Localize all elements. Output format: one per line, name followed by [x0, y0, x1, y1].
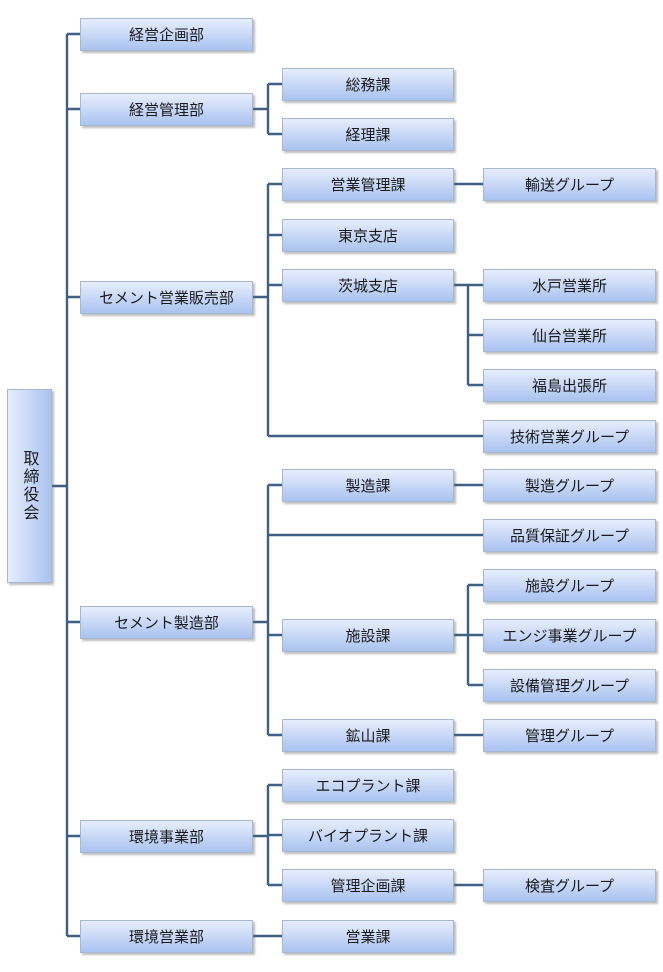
- office-sendai: 仙台営業所: [483, 319, 656, 352]
- section-eco-plant: エコプラント課: [282, 769, 454, 802]
- connector-shisetsu: [454, 583, 483, 687]
- section-shisetsu: 施設課: [282, 619, 454, 652]
- section-eigyo-kanri: 営業管理課: [282, 168, 454, 201]
- office-fukushima: 福島出張所: [483, 369, 656, 402]
- group-engi-jigyo: エンジ事業グループ: [483, 619, 656, 652]
- dept-keiei-kikaku: 経営企画部: [80, 18, 253, 51]
- connector-cement-sales: [253, 182, 483, 438]
- section-kanri-kikaku: 管理企画課: [282, 869, 454, 902]
- dept-kankyo-eigyo: 環境営業部: [80, 920, 253, 953]
- dept-cement-sales: セメント営業販売部: [80, 281, 253, 314]
- group-seizo: 製造グループ: [483, 469, 656, 502]
- group-kanri: 管理グループ: [483, 719, 656, 752]
- group-setsubi-kanri: 設備管理グループ: [483, 669, 656, 702]
- office-mito: 水戸営業所: [483, 269, 656, 302]
- section-ibaraki: 茨城支店: [282, 269, 454, 302]
- dept-keiei-kanri: 経営管理部: [80, 93, 253, 126]
- section-keiri: 経理課: [282, 118, 454, 151]
- connector-keiei-kanri: [253, 82, 282, 136]
- connector-level1: [67, 32, 80, 938]
- connector-kankyo-jigyo: [253, 783, 282, 887]
- section-eigyo: 営業課: [282, 920, 454, 953]
- connector-root-trunk: [52, 34, 69, 936]
- connector-cement-mfg: [253, 483, 483, 737]
- section-kozan: 鉱山課: [282, 719, 454, 752]
- connector-ibaraki: [454, 283, 483, 387]
- group-kensa: 検査グループ: [483, 869, 656, 902]
- dept-kankyo-jigyo: 環境事業部: [80, 820, 253, 853]
- dept-cement-mfg: セメント製造部: [80, 606, 253, 639]
- section-tokyo: 東京支店: [282, 219, 454, 252]
- group-gijutsu-eigyo: 技術営業グループ: [483, 420, 656, 453]
- board-of-directors-box: 取締役会: [7, 389, 52, 583]
- section-seizo: 製造課: [282, 469, 454, 502]
- group-yuso: 輸送グループ: [483, 168, 656, 201]
- section-somu: 総務課: [282, 68, 454, 101]
- section-bio-plant: バイオプラント課: [282, 819, 454, 852]
- group-shisetsu: 施設グループ: [483, 569, 656, 602]
- group-hinshitsu: 品質保証グループ: [483, 519, 656, 552]
